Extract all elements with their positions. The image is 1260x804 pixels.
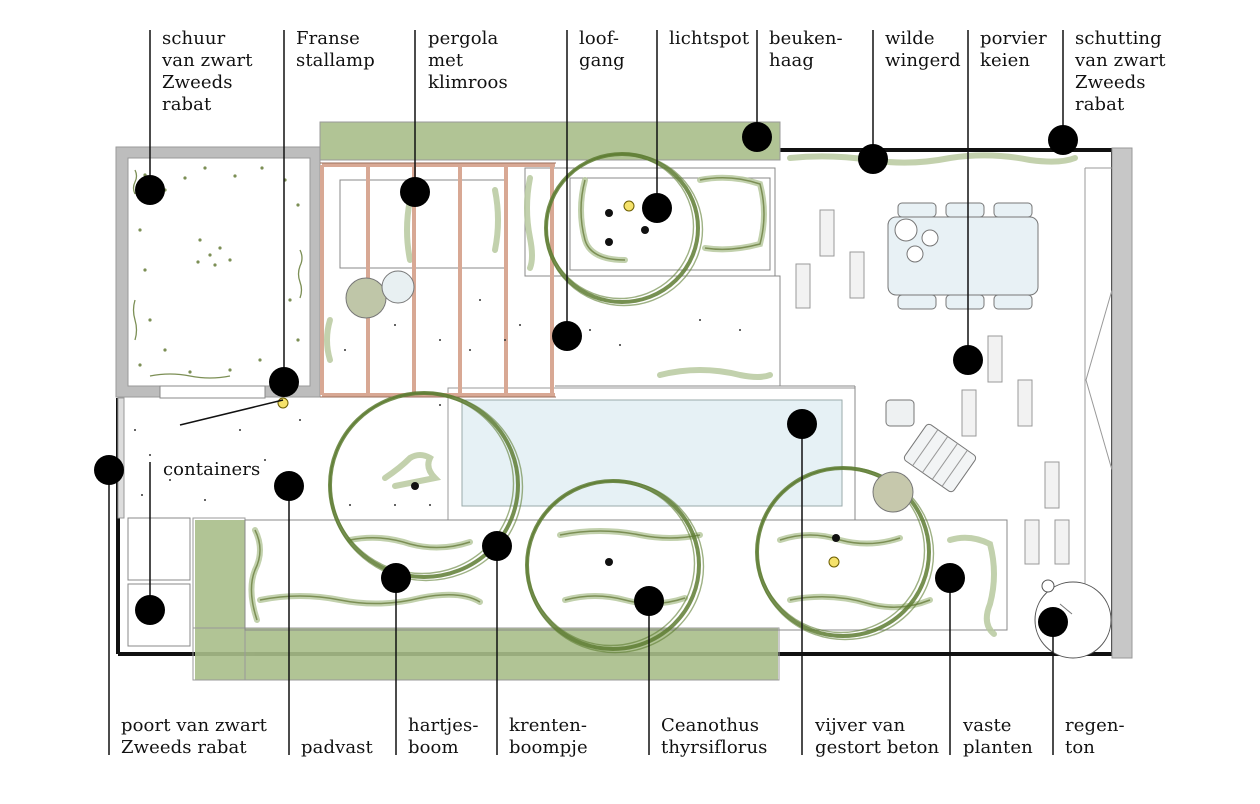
marker-dot (634, 586, 664, 616)
pergola-furniture (345, 270, 415, 319)
label-wingerd: wilde wingerd (885, 28, 961, 71)
right-strip (1084, 167, 1113, 640)
pergola-outline (320, 162, 556, 398)
perennials-dark (250, 177, 931, 621)
marker-dot (381, 563, 411, 593)
label-porvier: porvier keien (980, 28, 1047, 71)
marker-dot (935, 563, 965, 593)
terrace-table (887, 202, 1039, 310)
plant-dots (411, 209, 840, 566)
marker-dot (269, 367, 299, 397)
marker-dot (858, 144, 888, 174)
hedges (195, 122, 780, 680)
label-vaste-planten: vaste planten (963, 715, 1033, 758)
label-ceanothus: Ceanothus thyrsiflorus (661, 715, 768, 758)
label-schuur: schuur van zwart Zweeds rabat (162, 28, 253, 115)
label-vijver: vijver van gestort beton (815, 715, 940, 758)
label-beukenhaag: beuken- haag (769, 28, 843, 71)
side-table (872, 399, 915, 513)
label-stallamp: Franse stallamp (296, 28, 375, 71)
marker-dot (552, 321, 582, 351)
marker-dot (953, 345, 983, 375)
gravel (134, 299, 741, 506)
marker-dot (94, 455, 124, 485)
marker-dot (400, 177, 430, 207)
label-schutting: schutting van zwart Zweeds rabat (1075, 28, 1166, 115)
label-loofgang: loof- gang (579, 28, 625, 71)
label-krentenboompje: krenten- boompje (509, 715, 588, 758)
marker-dot (1048, 125, 1078, 155)
tree-canopy-icon (525, 479, 705, 654)
marker-dot (642, 193, 672, 223)
label-containers: containers (163, 459, 261, 480)
label-padvast: padvast (301, 737, 373, 758)
label-hartjesboom: hartjes- boom (408, 715, 479, 758)
tree-canopies (328, 152, 935, 654)
marker-dot (135, 595, 165, 625)
side-panels (117, 147, 1133, 659)
rain-barrel-icon (1034, 579, 1112, 659)
lounge-chair (903, 423, 977, 493)
tree-canopy-icon (544, 152, 704, 307)
stepping-stones (795, 209, 1070, 565)
label-regenton: regen- ton (1065, 715, 1125, 758)
label-poort: poort van zwart Zweeds rabat (121, 715, 267, 758)
marker-dot (742, 122, 772, 152)
tree-canopy-icon (328, 391, 524, 582)
leader-lines (108, 30, 1064, 755)
marker-dot (787, 409, 817, 439)
label-pergola: pergola met klimroos (428, 28, 508, 93)
shed (115, 146, 321, 399)
marker-dot (135, 175, 165, 205)
tree-canopy-icon (755, 466, 935, 641)
markers (94, 122, 1078, 637)
marker-dot (274, 471, 304, 501)
marker-dot (482, 531, 512, 561)
label-lichtspot: lichtspot (669, 28, 750, 49)
marker-dot (1038, 607, 1068, 637)
